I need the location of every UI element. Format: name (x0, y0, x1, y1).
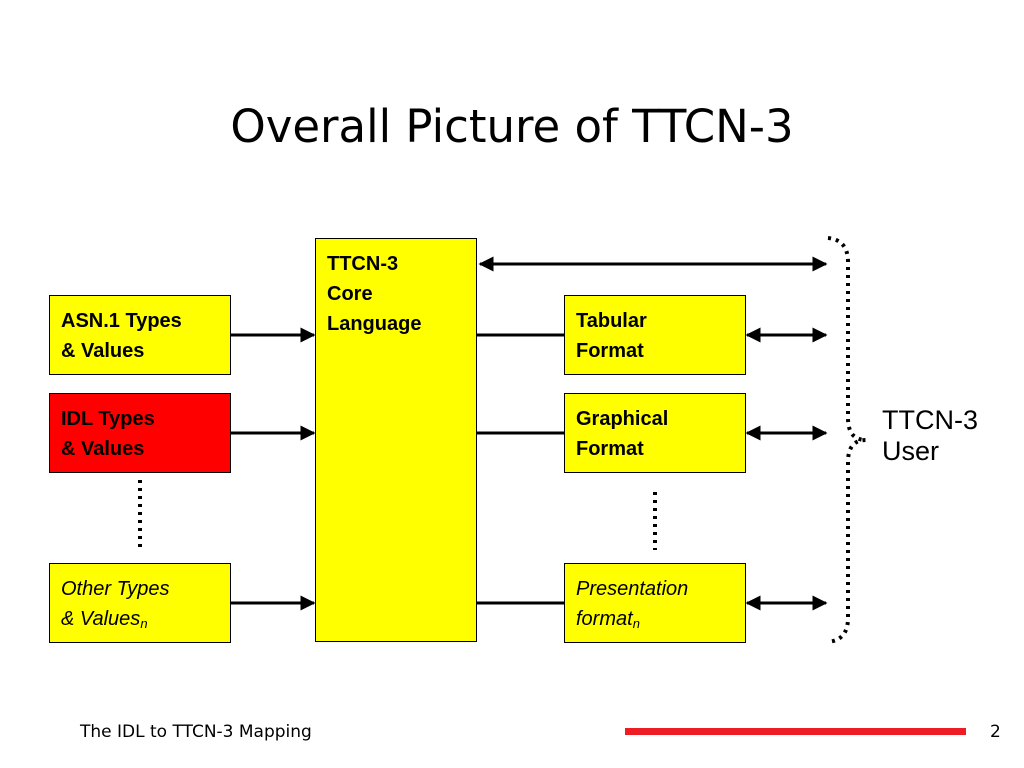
footer-accent-bar (625, 728, 966, 735)
asn1-line-1: ASN.1 Types (61, 310, 182, 332)
other-subscript: n (140, 616, 148, 631)
presentation-line-2: formatn (576, 604, 745, 634)
graphical-line-2: Format (576, 438, 644, 460)
presentation-line-1: Presentation (576, 578, 689, 600)
other-line-2: & Valuesn (61, 604, 230, 634)
graphical-line-1: Graphical (576, 408, 669, 430)
user-brace (827, 236, 867, 644)
tabular-format-box: Tabular Format (564, 295, 746, 375)
idl-line-1: IDL Types (61, 408, 155, 430)
ttcn3-user-label: TTCN-3 User (882, 405, 978, 467)
core-language-box: TTCN-3 Core Language (315, 238, 477, 642)
tabular-line-2: Format (576, 340, 644, 362)
presentation-subscript: n (632, 616, 640, 631)
core-line-3: Language (327, 313, 422, 335)
core-line-2: Core (327, 283, 373, 305)
graphical-format-box: Graphical Format (564, 393, 746, 473)
presentation-line-2-text: format (576, 608, 633, 630)
core-line-1: TTCN-3 (327, 253, 399, 275)
other-line-2-text: & Values (61, 608, 141, 630)
page-number: 2 (990, 722, 1001, 742)
other-types-box: Other Types & Valuesn (49, 563, 231, 643)
presentation-format-box: Presentation formatn (564, 563, 746, 643)
footer-title: The IDL to TTCN-3 Mapping (80, 722, 312, 742)
slide-title: Overall Picture of TTCN-3 (230, 100, 794, 153)
idl-types-box: IDL Types & Values (49, 393, 231, 473)
asn1-line-2: & Values (61, 340, 145, 362)
idl-line-2: & Values (61, 438, 145, 460)
user-line-2: User (882, 436, 940, 466)
tabular-line-1: Tabular (576, 310, 647, 332)
other-line-1: Other Types (61, 578, 170, 600)
user-line-1: TTCN-3 (882, 405, 978, 435)
asn1-types-box: ASN.1 Types & Values (49, 295, 231, 375)
